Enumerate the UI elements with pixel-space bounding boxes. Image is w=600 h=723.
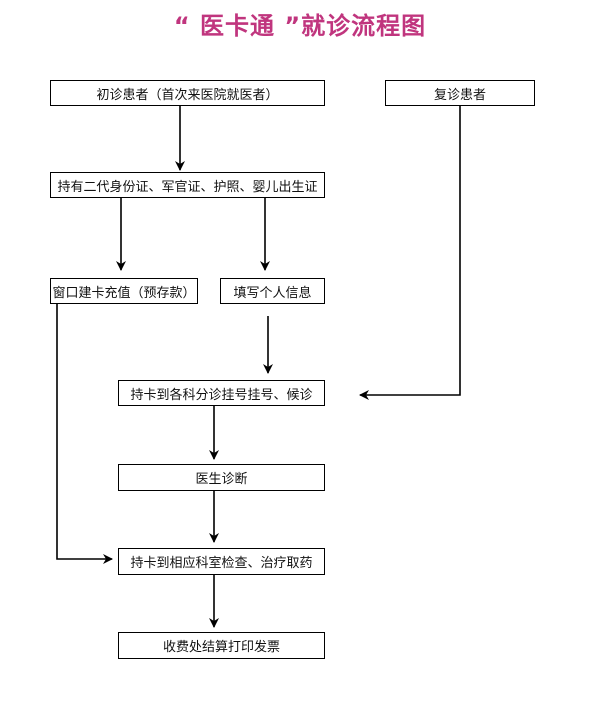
node-fill-info: 填写个人信息	[220, 278, 325, 304]
node-exam: 持卡到相应科室检查、治疗取药	[118, 548, 325, 575]
node-revisit: 复诊患者	[385, 80, 535, 106]
arrow-window-to-exam	[56, 304, 113, 564]
node-payment: 收费处结算打印发票	[118, 632, 325, 659]
node-register: 持卡到各科分诊挂号挂号、候诊	[118, 380, 325, 406]
page-title: “ 医卡通 ”就诊流程图	[173, 12, 427, 40]
arrow-revisit-to-register	[359, 106, 461, 400]
node-window-card: 窗口建卡充值（预存款）	[50, 278, 198, 304]
node-diagnosis: 医生诊断	[118, 464, 325, 491]
node-first-visit: 初诊患者（首次来医院就医者）	[50, 80, 325, 106]
node-id-documents: 持有二代身份证、军官证、护照、婴儿出生证	[50, 172, 325, 198]
